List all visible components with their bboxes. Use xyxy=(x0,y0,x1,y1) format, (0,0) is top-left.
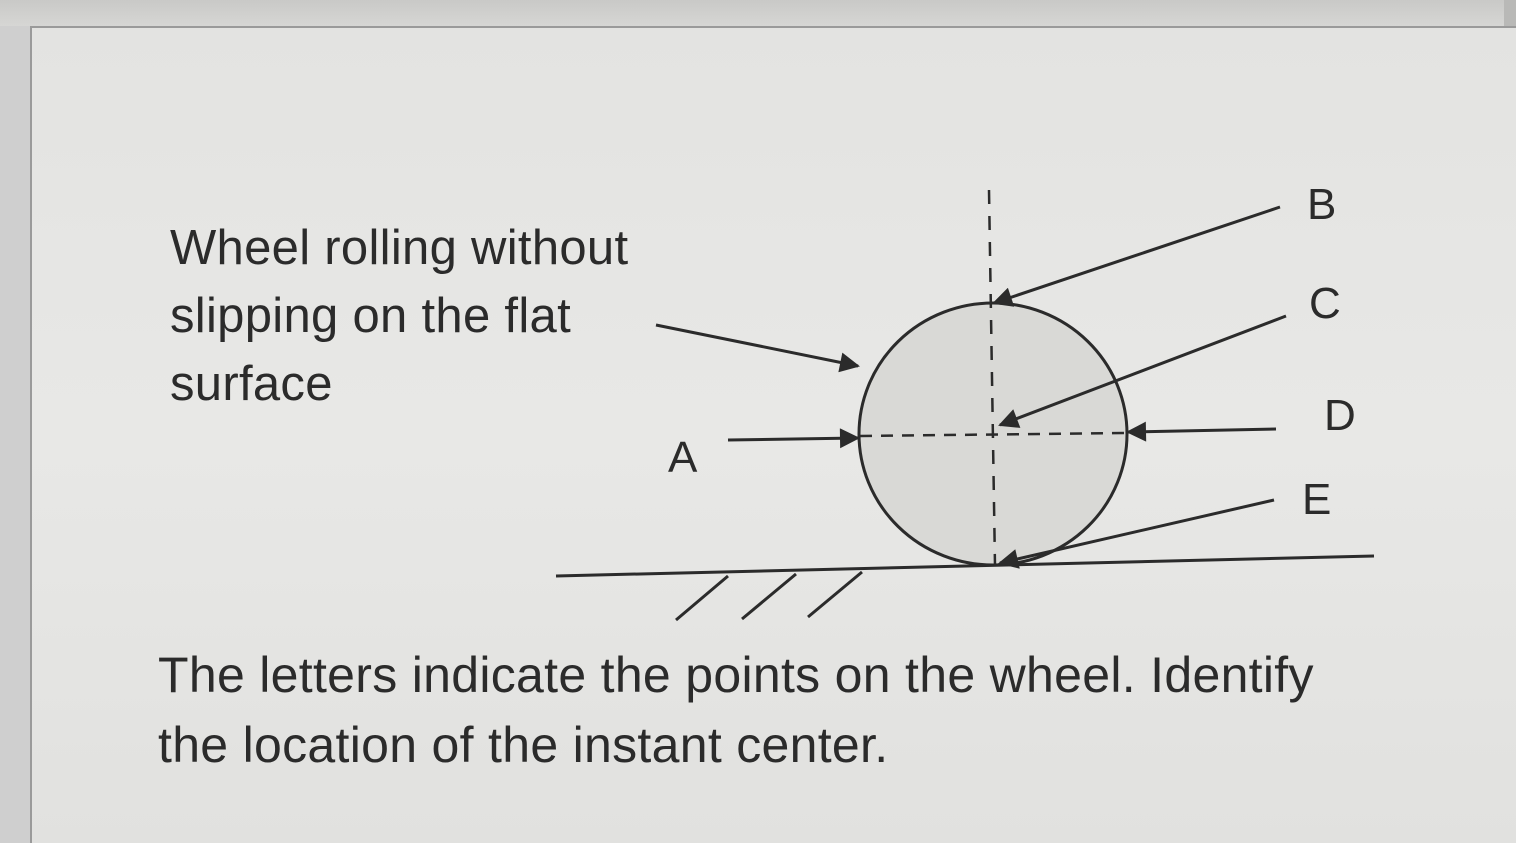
ground-hatch-2 xyxy=(741,572,797,621)
question-text: The letters indicate the points on the w… xyxy=(158,647,1314,773)
point-label-b: B xyxy=(1307,180,1337,229)
arrow-c xyxy=(998,314,1287,428)
arrow-d xyxy=(1126,421,1277,442)
arrow-e xyxy=(998,498,1275,569)
horizontal-centerline xyxy=(859,431,1127,438)
content-panel xyxy=(30,26,1516,843)
point-label-c: C xyxy=(1309,279,1341,328)
arrow-b xyxy=(992,205,1281,307)
point-label-a: A xyxy=(668,433,698,482)
window-edge xyxy=(1504,0,1516,26)
top-bar xyxy=(0,0,1516,26)
vertical-centerline xyxy=(987,189,997,567)
point-label-d: D xyxy=(1324,391,1356,440)
wheel-description: Wheel rolling without slipping on the fl… xyxy=(170,221,629,411)
point-label-e: E xyxy=(1302,475,1332,524)
description-arrow xyxy=(655,323,860,373)
ground-hatch-1 xyxy=(675,574,729,622)
arrow-a xyxy=(727,428,860,449)
ground-hatch-3 xyxy=(807,570,863,619)
ground-line xyxy=(555,554,1375,578)
